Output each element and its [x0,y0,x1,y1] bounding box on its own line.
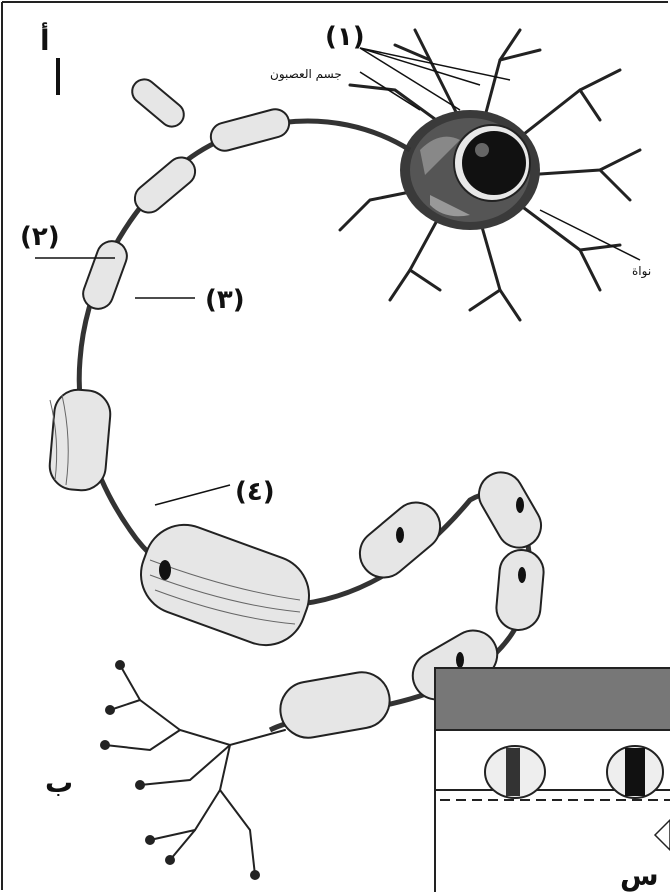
panel-b-label: ب [45,766,73,799]
cell-body-label: جسم العصبون [270,67,342,82]
leader-lines [35,48,640,505]
panel-c-partial-label: س [620,859,659,892]
label-4: (٤) [235,477,275,507]
cell-body-drawing [340,30,640,320]
axon-terminals-drawing [101,661,285,879]
label-1: (١) [325,22,365,52]
label-3: (٣) [205,285,245,315]
nucleus-label: نواة [632,264,651,279]
panel-a-label: أ [40,22,50,57]
label-2: (٢) [20,222,60,252]
